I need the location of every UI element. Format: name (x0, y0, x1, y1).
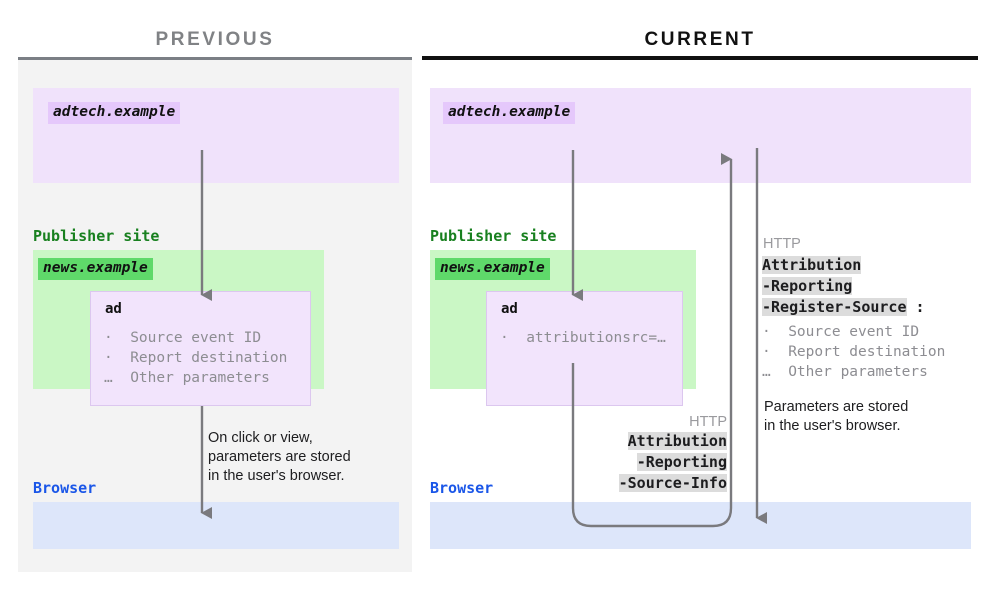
ad-box-previous (90, 291, 311, 406)
publisher-domain-chip-previous: news.example (38, 258, 153, 280)
ad-parameter-list-previous: · Source event ID · Report destination …… (104, 330, 288, 386)
publisher-domain-chip-current: news.example (435, 258, 550, 280)
request-header-line-1: Attribution (627, 432, 727, 450)
browser-zone-previous (33, 502, 399, 549)
panel-current: adtech.example Publisher site news.examp… (422, 60, 978, 572)
request-header-line-3: -Source-Info (618, 474, 727, 492)
panel-previous: adtech.example Publisher site news.examp… (18, 60, 412, 572)
column-divider-previous (18, 57, 412, 60)
request-header-block: Attribution -Reporting -Source-Info (547, 431, 727, 494)
response-protocol-label: HTTP (763, 236, 801, 252)
column-divider-current (422, 56, 978, 60)
request-protocol-label: HTTP (689, 414, 727, 430)
column-title-previous: PREVIOUS (155, 29, 275, 50)
publisher-site-label-current: Publisher site (430, 227, 557, 245)
publisher-site-label-previous: Publisher site (33, 227, 160, 245)
storage-note-current: Parameters are stored in the user's brow… (764, 399, 909, 434)
storage-note-previous: On click or view, parameters are stored … (208, 430, 351, 484)
ad-box-title-previous: ad (105, 301, 122, 317)
response-header-line-3: -Register-Source (762, 298, 907, 316)
adtech-domain-chip-current: adtech.example (443, 102, 576, 124)
column-title-current: CURRENT (644, 29, 756, 50)
ad-parameter-list-current: · attributionsrc=… (500, 330, 666, 346)
response-header-colon: : (915, 298, 925, 316)
browser-zone-current (430, 502, 971, 549)
browser-label-previous: Browser (33, 479, 97, 497)
adtech-domain-chip-previous: adtech.example (48, 102, 181, 124)
browser-label-current: Browser (430, 479, 494, 497)
request-header-line-2: -Reporting (636, 453, 727, 471)
response-header-block: Attribution -Reporting -Register-Source … (762, 255, 925, 318)
ad-box-title-current: ad (501, 301, 518, 317)
response-header-line-1: Attribution (762, 256, 862, 274)
response-parameter-list: · Source event ID · Report destination …… (762, 324, 946, 380)
response-header-line-2: -Reporting (762, 277, 853, 295)
